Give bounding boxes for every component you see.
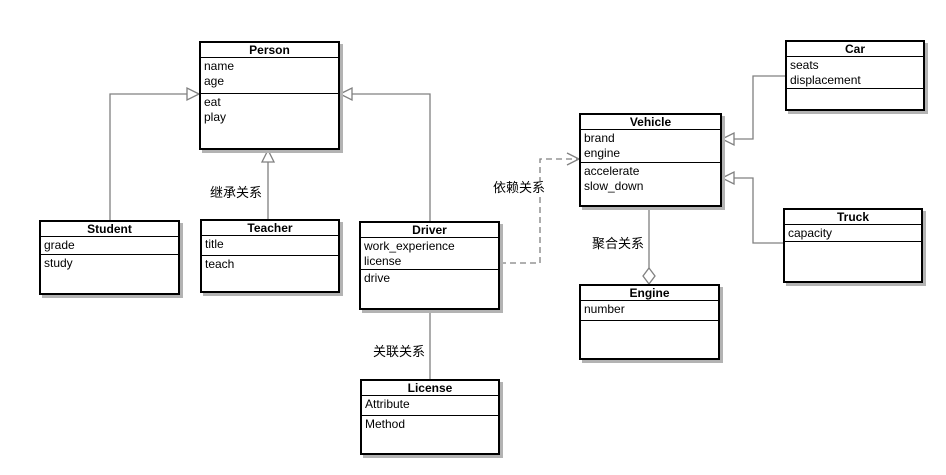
method: drive	[364, 271, 391, 285]
edge-teacher-person-inheritance[interactable]	[260, 148, 276, 219]
class-teacher-methods: teach	[202, 256, 338, 291]
class-person-attributes: name age	[201, 58, 338, 94]
class-teacher-title: Teacher	[202, 221, 338, 236]
attribute: title	[205, 237, 224, 251]
edge-line	[734, 75, 785, 140]
edge-line	[352, 93, 431, 221]
method: eat	[204, 95, 221, 109]
class-student[interactable]: Student grade study	[39, 220, 180, 295]
attribute: engine	[584, 146, 621, 160]
class-license[interactable]: License Attribute Method	[360, 379, 500, 455]
edge-line	[500, 158, 577, 264]
attribute: Attribute	[365, 397, 410, 411]
class-car-attributes: seats displacement	[787, 57, 923, 89]
attribute: age	[204, 74, 225, 88]
attribute: displacement	[790, 73, 861, 87]
edge-driver-person-inheritance[interactable]	[338, 86, 431, 221]
class-truck-methods	[785, 242, 921, 281]
class-driver-methods: drive	[361, 270, 498, 308]
edge-label-inheritance[interactable]: 继承关系	[210, 185, 263, 200]
attribute: capacity	[788, 226, 833, 240]
inheritance-triangle-icon	[186, 86, 201, 102]
class-license-title: License	[362, 381, 498, 396]
class-student-title: Student	[41, 222, 178, 237]
class-vehicle-title: Vehicle	[581, 115, 720, 130]
attribute: work_experience	[364, 239, 455, 253]
edge-label-aggregation[interactable]: 聚合关系	[592, 236, 645, 251]
method: study	[44, 256, 73, 270]
inheritance-triangle-icon	[338, 86, 353, 102]
class-car-methods	[787, 89, 923, 109]
inheritance-triangle-icon	[260, 148, 276, 163]
attribute: grade	[44, 238, 75, 252]
inheritance-triangle-icon	[720, 131, 735, 147]
method: Method	[365, 417, 406, 431]
class-engine-title: Engine	[581, 286, 718, 301]
class-license-attributes: Attribute	[362, 396, 498, 416]
class-truck[interactable]: Truck capacity	[783, 208, 923, 283]
class-engine[interactable]: Engine number	[579, 284, 720, 360]
attribute: brand	[584, 131, 615, 145]
class-car[interactable]: Car seats displacement	[785, 40, 925, 111]
class-student-methods: study	[41, 255, 178, 293]
attribute: seats	[790, 58, 819, 72]
edge-truck-vehicle-inheritance[interactable]	[720, 170, 783, 244]
method: play	[204, 110, 227, 124]
attribute: number	[584, 302, 625, 316]
class-vehicle-methods: accelerate slow_down	[581, 163, 720, 205]
class-truck-attributes: capacity	[785, 225, 921, 242]
edge-line	[109, 93, 187, 220]
edge-vehicle-engine-aggregation[interactable]	[642, 207, 656, 286]
class-truck-title: Truck	[785, 210, 921, 225]
class-driver[interactable]: Driver work_experience license drive	[359, 221, 500, 310]
aggregation-diamond-icon	[642, 266, 656, 286]
edge-student-person-inheritance[interactable]	[109, 86, 201, 220]
edge-label-dependency[interactable]: 依赖关系	[493, 180, 546, 195]
method: teach	[205, 257, 235, 271]
class-car-title: Car	[787, 42, 923, 57]
attribute: name	[204, 59, 235, 73]
class-driver-attributes: work_experience license	[361, 238, 498, 270]
class-engine-methods	[581, 321, 718, 358]
class-teacher[interactable]: Teacher title teach	[200, 219, 340, 293]
class-vehicle-attributes: brand engine	[581, 130, 720, 163]
edge-driver-vehicle-dependency[interactable]	[500, 152, 581, 264]
class-license-methods: Method	[362, 416, 498, 453]
inheritance-triangle-icon	[720, 170, 735, 186]
class-driver-title: Driver	[361, 223, 498, 238]
class-teacher-attributes: title	[202, 236, 338, 256]
class-engine-attributes: number	[581, 301, 718, 321]
method: slow_down	[584, 179, 644, 193]
method: accelerate	[584, 164, 640, 178]
attribute: license	[364, 254, 402, 268]
edge-label-association[interactable]: 关联关系	[373, 344, 426, 359]
class-person-methods: eat play	[201, 94, 338, 148]
class-vehicle[interactable]: Vehicle brand engine accelerate slow_dow…	[579, 113, 722, 207]
class-person[interactable]: Person name age eat play	[199, 41, 340, 150]
class-student-attributes: grade	[41, 237, 178, 255]
class-person-title: Person	[201, 43, 338, 58]
edge-car-vehicle-inheritance[interactable]	[720, 75, 785, 147]
edge-line	[734, 177, 783, 244]
